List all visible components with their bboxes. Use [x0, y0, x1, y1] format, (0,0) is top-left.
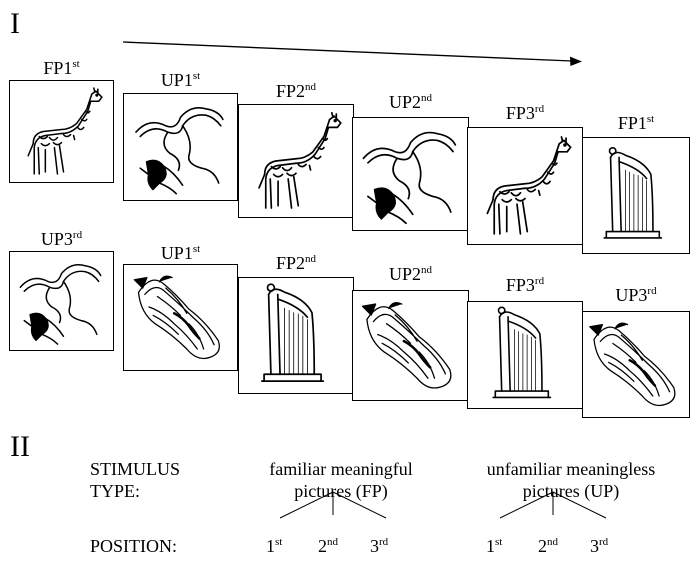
position-marker: 1st — [486, 537, 502, 555]
stimulus-frame-giraffe — [238, 104, 354, 218]
stimulus-label: UP1st — [123, 71, 238, 89]
position-marker: 2nd — [318, 537, 338, 555]
stimulus-label: FP3rd — [467, 276, 583, 294]
stimulus-frame-abstract-scribble — [123, 93, 238, 201]
position-label: POSITION: — [90, 537, 177, 555]
stimulus-label: UP3rd — [582, 286, 690, 304]
stimulus-label: UP2nd — [352, 265, 469, 283]
stimulus-label: UP3rd — [9, 230, 114, 248]
position-marker: 3rd — [370, 537, 388, 555]
stimulus-label: UP2nd — [352, 93, 469, 111]
stimulus-label: FP3rd — [467, 104, 583, 122]
panel-label-two: II — [10, 432, 30, 462]
position-marker: 1st — [266, 537, 282, 555]
stimulus-frame-abstract-texture — [123, 264, 238, 371]
stimulus-frame-harp — [238, 277, 354, 394]
position-marker: 3rd — [590, 537, 608, 555]
position-marker: 2nd — [538, 537, 558, 555]
stimulus-label: FP2nd — [238, 82, 354, 100]
stimulus-frame-harp — [582, 137, 690, 254]
stimulus-frame-abstract-texture — [582, 311, 690, 418]
stimulus-label: FP2nd — [238, 254, 354, 272]
stimulus-frame-giraffe — [467, 127, 583, 245]
stimulus-label: UP1st — [123, 244, 238, 262]
stimulus-frame-giraffe — [9, 80, 114, 183]
stimulus-frame-harp — [467, 301, 583, 409]
stimulus-frame-abstract-scribble — [352, 117, 469, 231]
stimulus-frame-abstract-scribble — [9, 251, 114, 351]
stimulus-label: FP1st — [582, 114, 690, 132]
stimulus-frame-abstract-texture — [352, 290, 469, 401]
position-branch-lines — [0, 490, 690, 530]
stimulus-label: FP1st — [9, 59, 114, 77]
